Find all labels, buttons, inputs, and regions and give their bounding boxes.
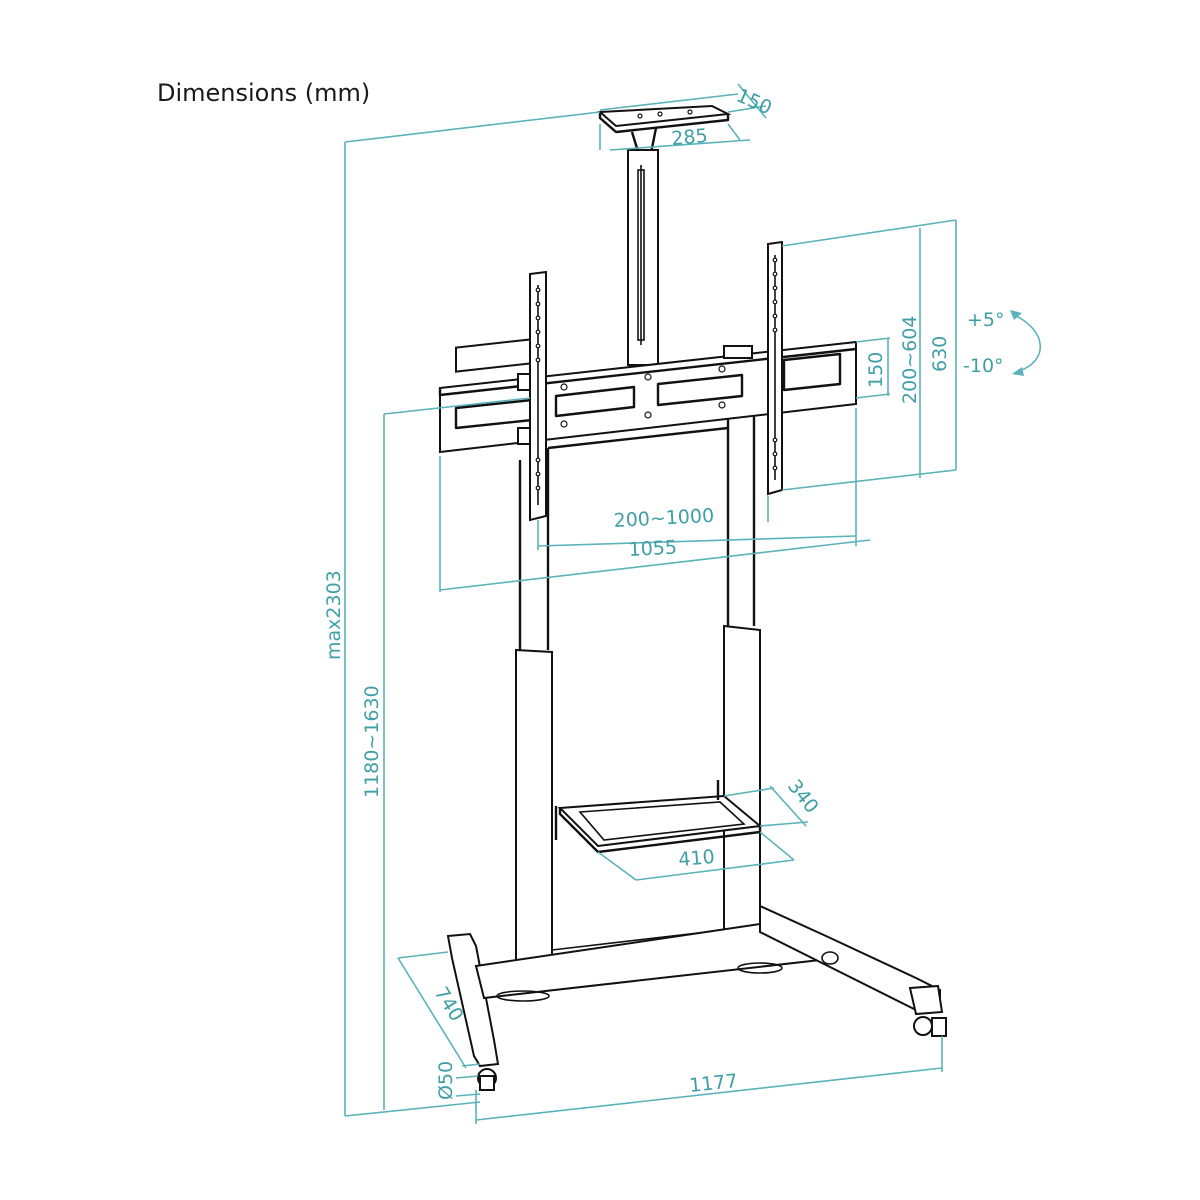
- vesa-vertical-label: 200~604: [899, 316, 921, 404]
- base-width-label: 1177: [688, 1070, 738, 1097]
- bracket-height-150-label: 150: [865, 352, 887, 388]
- vesa-horizontal-label: 200~1000: [613, 505, 715, 532]
- upright-columns: [515, 416, 761, 973]
- tv-stand-drawing: [438, 104, 947, 1091]
- top-tray-depth-label: 150: [733, 84, 775, 119]
- dimension-lines: [344, 83, 1042, 1124]
- tilt-down-label: -10°: [963, 355, 1004, 377]
- bracket-height-630-label: 630: [929, 336, 951, 372]
- top-tray-width-label: 285: [671, 125, 709, 150]
- caster-diameter-label: Ø50: [435, 1061, 457, 1100]
- base: [446, 904, 947, 1091]
- top-tray: [597, 104, 732, 160]
- shelf-depth-label: 340: [783, 776, 823, 818]
- max-height-label: max2303: [323, 570, 345, 660]
- diagram-title: Dimensions (mm): [157, 79, 370, 107]
- shelf-width-label: 410: [678, 846, 716, 871]
- left-vesa-arm: [517, 270, 547, 522]
- dimension-labels: 150 285 150 200~604 630 +5° -10° 200~100…: [323, 84, 1005, 1100]
- height-range-label: 1180~1630: [361, 685, 383, 798]
- camera-pole: [627, 149, 659, 366]
- right-vesa-arm: [723, 240, 783, 496]
- tilt-up-label: +5°: [967, 309, 1005, 331]
- bracket-width-label: 1055: [628, 536, 677, 561]
